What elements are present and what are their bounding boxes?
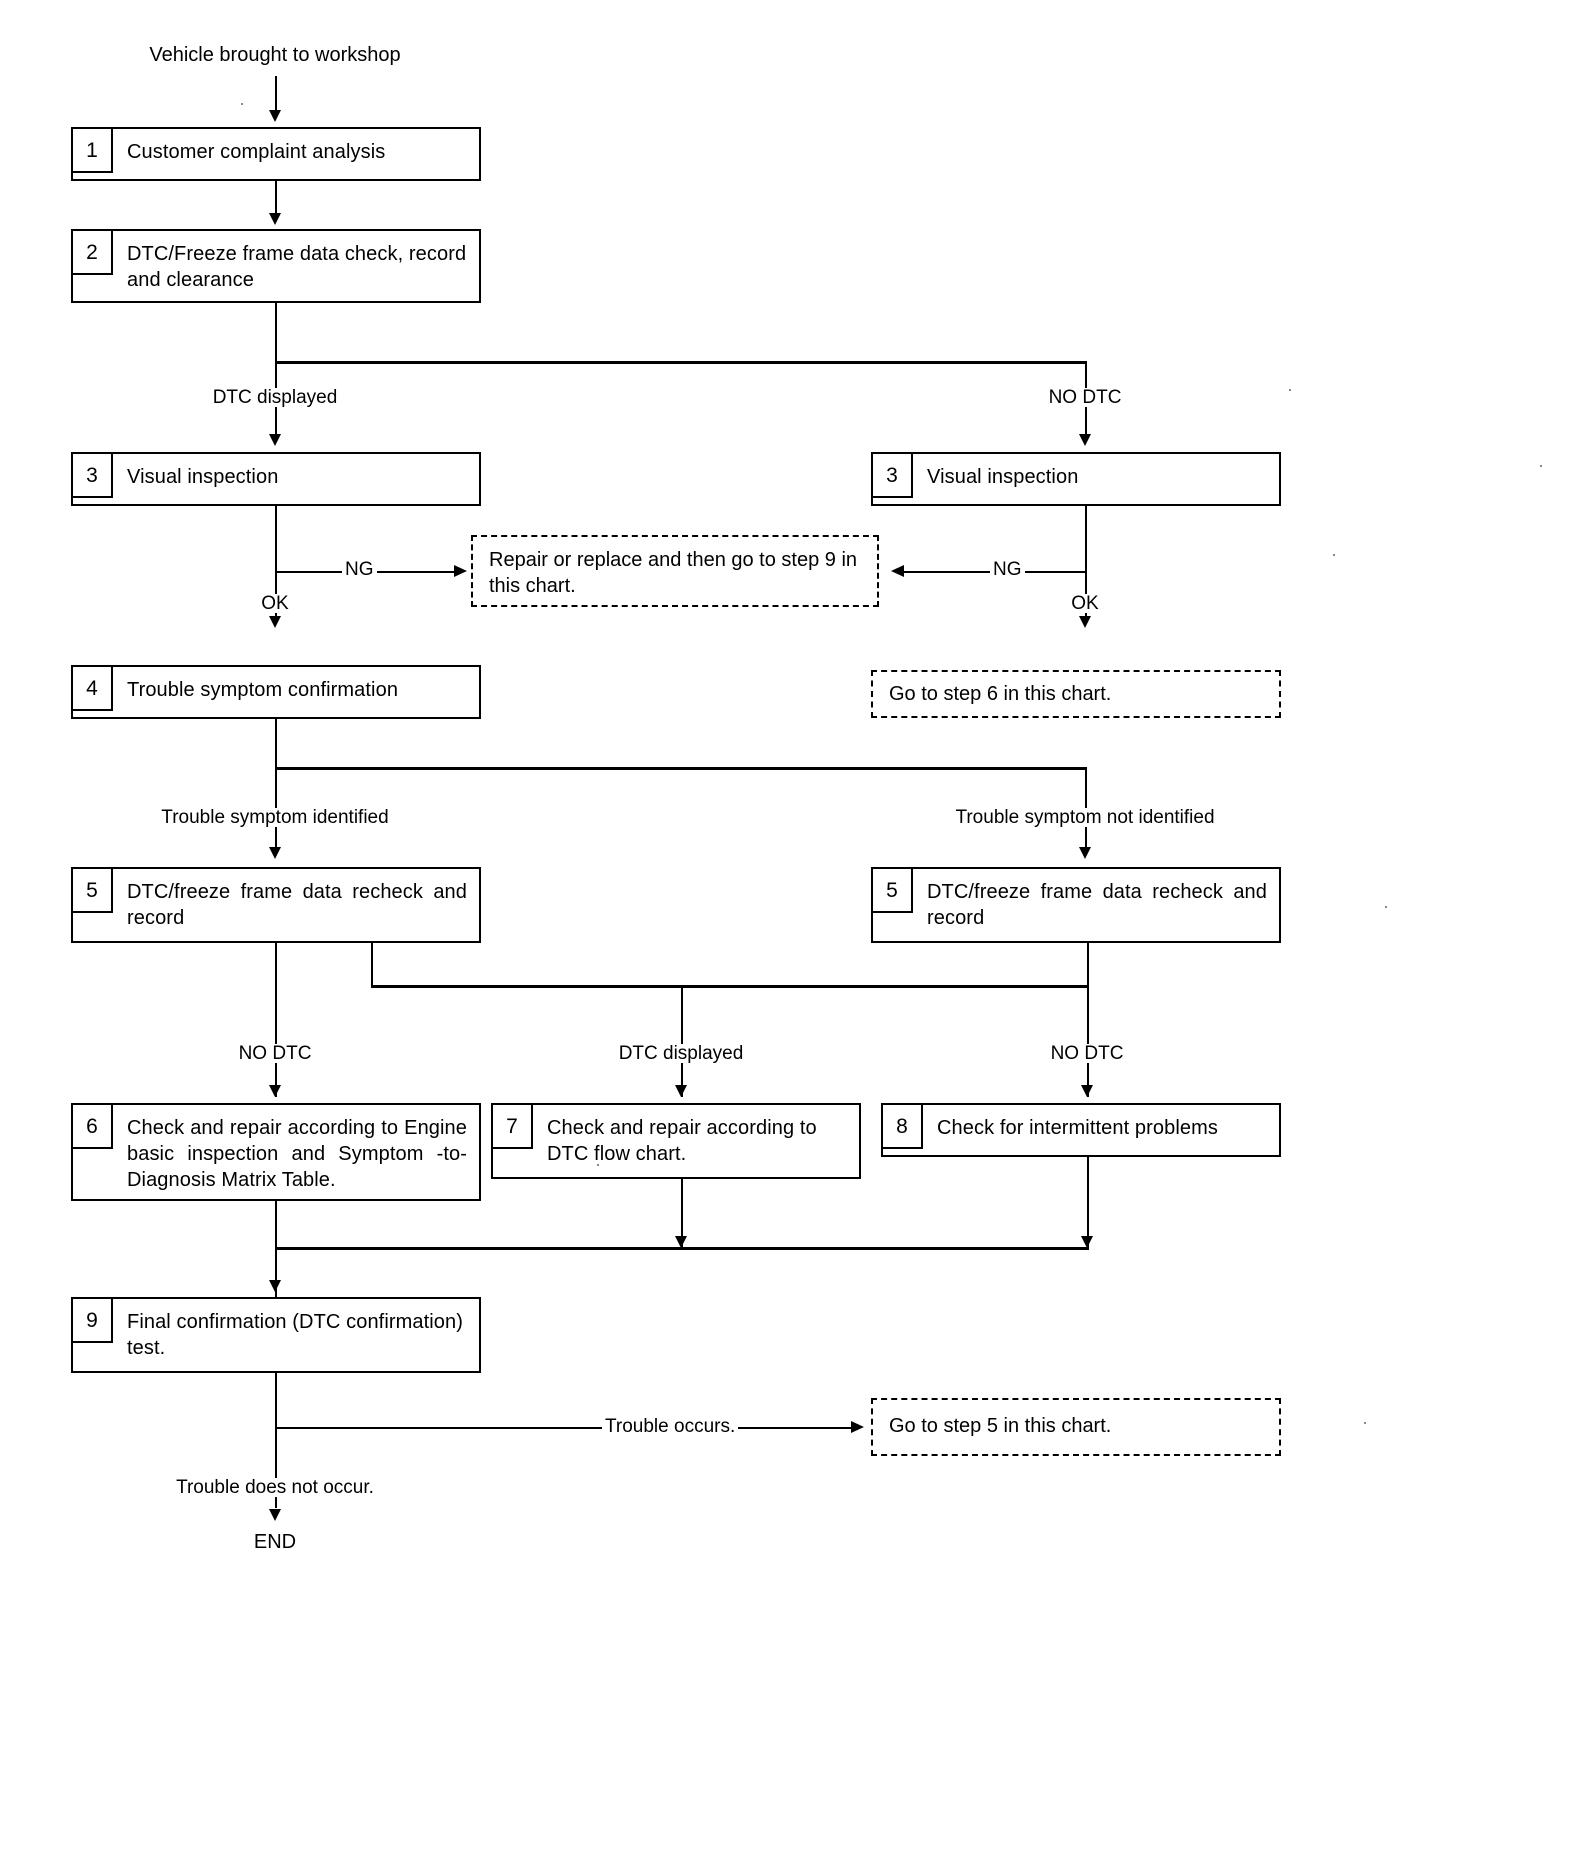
- arrowhead-dtc-displayed-1: [269, 434, 281, 446]
- arrowhead-ng-right: [891, 565, 904, 577]
- step-3-right-number: 3: [873, 454, 913, 498]
- scan-speck: [1333, 554, 1335, 556]
- step-9-number: 9: [73, 1299, 113, 1343]
- scan-speck: [1364, 1422, 1366, 1424]
- step-4-box[interactable]: 4 Trouble symptom confirmation: [71, 665, 481, 719]
- step-4-label: Trouble symptom confirmation: [127, 679, 399, 701]
- edge-label-no-dtc-3: NO DTC: [1047, 1044, 1127, 1063]
- arrowhead-no-dtc-2: [269, 1085, 281, 1097]
- arrowhead-trouble-occurs: [851, 1421, 864, 1433]
- connector-step4-split: [275, 767, 1087, 770]
- step-2-label: DTC/Freeze frame data check, record and …: [127, 243, 467, 291]
- arrowhead-step8-merge: [1081, 1236, 1093, 1248]
- connector-step5-right-elbow: [1087, 943, 1089, 987]
- goto-step6-label: Go to step 6 in this chart.: [889, 683, 1112, 705]
- goto-step5-label: Go to step 5 in this chart.: [889, 1415, 1112, 1437]
- step-6-box[interactable]: 6 Check and repair according to Engine b…: [71, 1103, 481, 1201]
- step-3-left-box[interactable]: 3 Visual inspection: [71, 452, 481, 506]
- connector-step4-down: [275, 719, 277, 852]
- connector-step3-right-down: [1085, 506, 1087, 622]
- connector-dtc-displayed-2: [681, 985, 683, 1097]
- connector-step5-left-elbow-down: [371, 943, 373, 987]
- step-3-left-number: 3: [73, 454, 113, 498]
- edge-label-symptom-not-identified: Trouble symptom not identified: [952, 808, 1218, 827]
- arrowhead-no-dtc-1: [1079, 434, 1091, 446]
- connector-trouble-occurs: [275, 1427, 860, 1429]
- repair-note-label: Repair or replace and then go to step 9 …: [489, 549, 858, 598]
- connector-step8-down: [1087, 1157, 1089, 1248]
- step-8-box[interactable]: 8 Check for intermittent problems: [881, 1103, 1281, 1157]
- scan-speck: [241, 103, 243, 105]
- scan-speck: [1289, 389, 1291, 391]
- scan-speck: [1540, 465, 1542, 467]
- connector-step9-down: [275, 1373, 277, 1508]
- edge-label-no-dtc-2: NO DTC: [235, 1044, 315, 1063]
- edge-label-ok-right: OK: [1068, 594, 1102, 613]
- step-9-box[interactable]: 9 Final confirmation (DTC confirmation) …: [71, 1297, 481, 1373]
- edge-label-ok-left: OK: [258, 594, 292, 613]
- connector-start-to-step1: [275, 76, 277, 116]
- arrowhead-ok-left: [269, 616, 281, 628]
- step-3-left-label: Visual inspection: [127, 466, 279, 488]
- edge-label-trouble-does-not-occur: Trouble does not occur.: [173, 1478, 377, 1497]
- end-label: END: [253, 1531, 297, 1553]
- step-1-number: 1: [73, 129, 113, 173]
- step-2-box[interactable]: 2 DTC/Freeze frame data check, record an…: [71, 229, 481, 303]
- step-5-right-label: DTC/freeze frame data recheck and record: [927, 881, 1267, 929]
- step-8-label: Check for intermittent problems: [937, 1117, 1218, 1139]
- connector-step5-left-down: [275, 943, 277, 1097]
- step-3-right-box[interactable]: 3 Visual inspection: [871, 452, 1281, 506]
- step-1-label: Customer complaint analysis: [127, 141, 386, 163]
- arrowhead-to-step9: [269, 1280, 281, 1292]
- step-5-right-box[interactable]: 5 DTC/freeze frame data recheck and reco…: [871, 867, 1281, 943]
- step-4-number: 4: [73, 667, 113, 711]
- scan-speck: [1385, 906, 1387, 908]
- connector-merge-bar-step9: [275, 1247, 1089, 1250]
- connector-step1-to-step2: [275, 181, 277, 219]
- step-6-label: Check and repair according to Engine bas…: [127, 1117, 467, 1191]
- step-1-box[interactable]: 1 Customer complaint analysis: [71, 127, 481, 181]
- connector-step3-left-down: [275, 506, 277, 622]
- arrowhead-symptom-not-identified: [1079, 847, 1091, 859]
- goto-step6-box[interactable]: Go to step 6 in this chart.: [871, 670, 1281, 718]
- edge-label-ng-right: NG: [990, 560, 1025, 579]
- step-5-left-box[interactable]: 5 DTC/freeze frame data recheck and reco…: [71, 867, 481, 943]
- scan-speck: [597, 1164, 599, 1166]
- edge-label-no-dtc-1: NO DTC: [1045, 388, 1125, 407]
- arrowhead-step1-to-step2: [269, 213, 281, 225]
- connector-step2-down: [275, 303, 277, 363]
- edge-label-ng-left: NG: [342, 560, 377, 579]
- step-3-right-label: Visual inspection: [927, 466, 1079, 488]
- arrowhead-dtc-displayed-2: [675, 1085, 687, 1097]
- step-5-left-number: 5: [73, 869, 113, 913]
- arrowhead-ng-left: [454, 565, 467, 577]
- step-7-box[interactable]: 7 Check and repair according to DTC flow…: [491, 1103, 861, 1179]
- step-5-right-number: 5: [873, 869, 913, 913]
- arrowhead-step7-merge: [675, 1236, 687, 1248]
- arrowhead-to-end: [269, 1509, 281, 1521]
- edge-label-dtc-displayed-1: DTC displayed: [209, 388, 341, 407]
- connector-step2-split: [275, 361, 1087, 364]
- edge-label-trouble-occurs: Trouble occurs.: [602, 1417, 739, 1436]
- step-7-label: Check and repair according to DTC flow c…: [547, 1117, 817, 1165]
- edge-label-dtc-displayed-2: DTC displayed: [615, 1044, 747, 1063]
- start-label: Vehicle brought to workshop: [149, 44, 401, 66]
- arrowhead-start-to-step1: [269, 110, 281, 122]
- arrowhead-symptom-identified: [269, 847, 281, 859]
- connector-step7-down: [681, 1179, 683, 1248]
- connector-step6-down: [275, 1201, 277, 1314]
- connector-no-dtc-3: [1087, 985, 1089, 1097]
- connector-step5-merge: [371, 985, 1087, 988]
- edge-label-symptom-identified: Trouble symptom identified: [158, 808, 392, 827]
- step-7-number: 7: [493, 1105, 533, 1149]
- repair-note-box[interactable]: Repair or replace and then go to step 9 …: [471, 535, 879, 607]
- step-8-number: 8: [883, 1105, 923, 1149]
- step-2-number: 2: [73, 231, 113, 275]
- goto-step5-box[interactable]: Go to step 5 in this chart.: [871, 1398, 1281, 1456]
- arrowhead-ok-right: [1079, 616, 1091, 628]
- arrowhead-no-dtc-3: [1081, 1085, 1093, 1097]
- step-5-left-label: DTC/freeze frame data recheck and record: [127, 881, 467, 929]
- step-6-number: 6: [73, 1105, 113, 1149]
- step-9-label: Final confirmation (DTC confirmation) te…: [127, 1311, 464, 1359]
